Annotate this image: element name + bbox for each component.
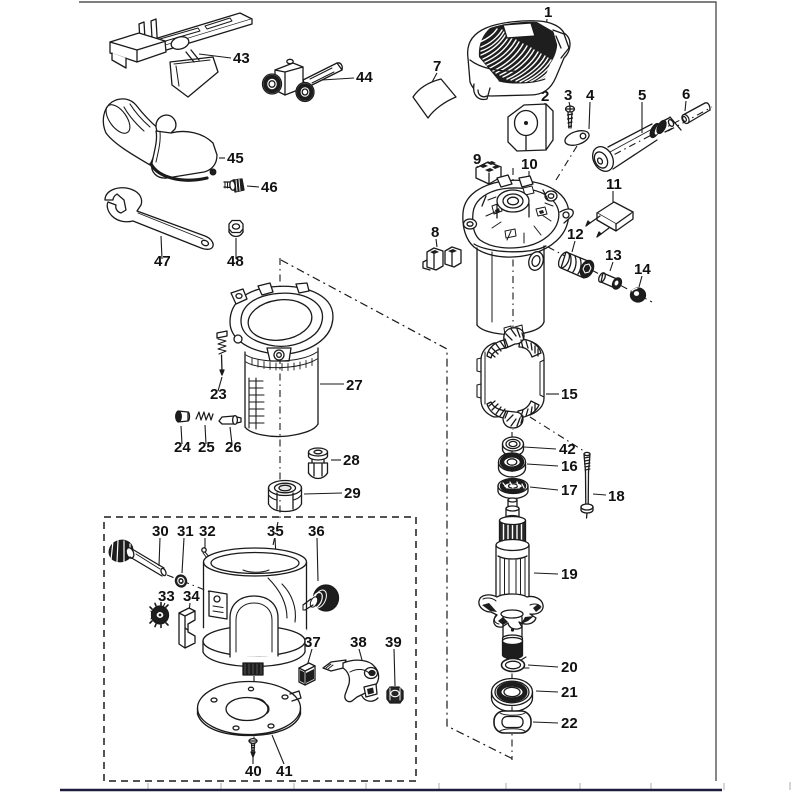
svg-text:3: 3	[564, 87, 572, 104]
svg-text:45: 45	[227, 150, 244, 167]
svg-text:18: 18	[608, 488, 625, 505]
svg-text:7: 7	[433, 58, 441, 75]
svg-text:24: 24	[174, 439, 191, 456]
svg-text:35: 35	[267, 523, 284, 540]
svg-text:32: 32	[199, 523, 216, 540]
svg-text:12: 12	[567, 226, 584, 243]
svg-text:23: 23	[210, 386, 227, 403]
svg-text:48: 48	[227, 253, 244, 270]
svg-text:37: 37	[304, 634, 321, 651]
svg-text:44: 44	[356, 69, 373, 86]
svg-text:13: 13	[605, 247, 622, 264]
svg-text:2: 2	[541, 88, 549, 105]
svg-text:4: 4	[586, 87, 595, 104]
svg-text:38: 38	[350, 634, 367, 651]
svg-text:17: 17	[561, 482, 578, 499]
svg-text:1: 1	[544, 4, 552, 21]
svg-text:31: 31	[177, 523, 194, 540]
svg-text:6: 6	[682, 86, 690, 103]
svg-text:5: 5	[638, 87, 646, 104]
svg-text:10: 10	[521, 156, 538, 173]
svg-text:8: 8	[431, 224, 439, 241]
svg-text:34: 34	[183, 588, 200, 605]
svg-text:9: 9	[473, 151, 481, 168]
svg-text:20: 20	[561, 659, 578, 676]
svg-text:16: 16	[561, 458, 578, 475]
svg-text:27: 27	[346, 377, 363, 394]
svg-text:19: 19	[561, 566, 578, 583]
svg-text:15: 15	[561, 386, 578, 403]
svg-text:47: 47	[154, 253, 171, 270]
svg-text:29: 29	[344, 485, 361, 502]
svg-text:42: 42	[559, 441, 576, 458]
svg-text:40: 40	[245, 763, 262, 780]
svg-text:22: 22	[561, 715, 578, 732]
svg-text:11: 11	[606, 176, 622, 193]
svg-text:36: 36	[308, 523, 325, 540]
svg-text:30: 30	[152, 523, 169, 540]
svg-text:25: 25	[198, 439, 215, 456]
svg-text:21: 21	[561, 684, 578, 701]
svg-text:26: 26	[225, 439, 242, 456]
svg-text:14: 14	[634, 261, 651, 278]
svg-text:46: 46	[261, 179, 278, 196]
svg-text:41: 41	[276, 763, 293, 780]
svg-text:33: 33	[158, 588, 175, 605]
svg-text:28: 28	[343, 452, 360, 469]
svg-text:39: 39	[385, 634, 402, 651]
svg-text:43: 43	[233, 50, 250, 67]
